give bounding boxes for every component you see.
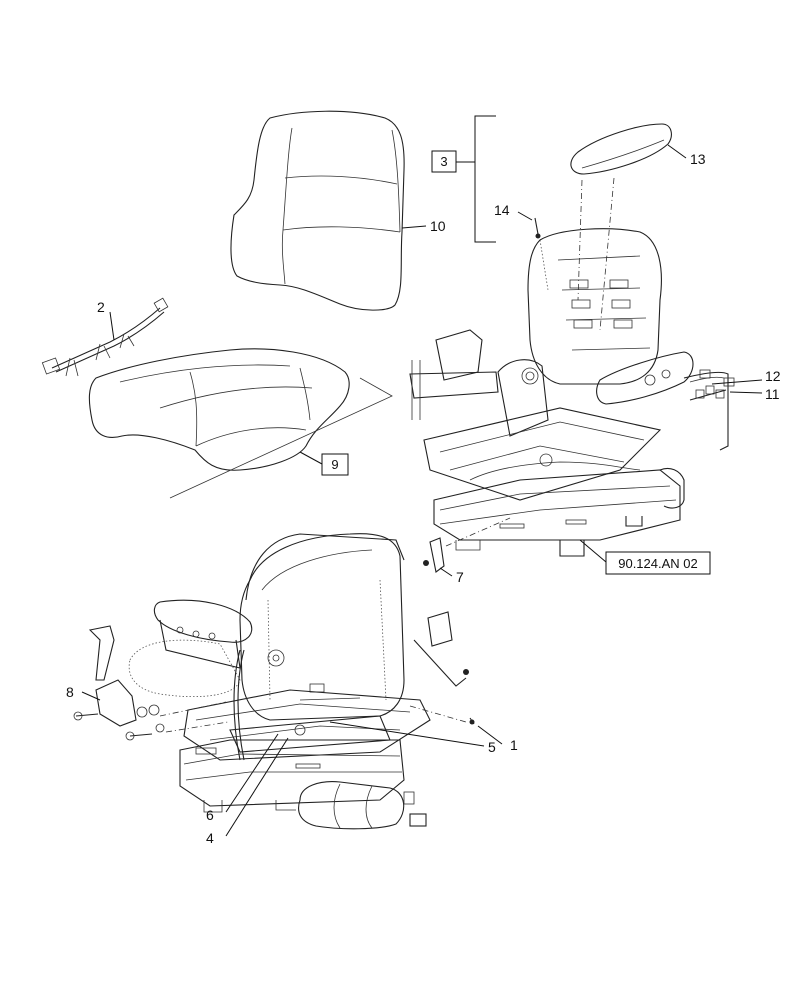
leader-2 (109, 311, 115, 341)
reference-label: 90.124.AN 02 (618, 556, 698, 571)
seat-cushion (88, 348, 350, 471)
callout-12: 12 (765, 368, 781, 384)
reference-box: 90.124.AN 02 (605, 551, 711, 575)
lower-seat-assembly (88, 533, 469, 830)
leader-10 (401, 225, 427, 229)
leader-12 (711, 379, 763, 385)
leader-13 (667, 144, 687, 159)
armrest-pad (570, 123, 672, 175)
leader-9 (299, 451, 323, 465)
callout-8: 8 (66, 684, 74, 700)
callout-14: 14 (494, 202, 510, 218)
bolts-washers (73, 704, 165, 741)
upper-seat-assembly (409, 228, 735, 557)
callout-13: 13 (690, 151, 706, 167)
boxed-callout-9-label: 9 (331, 457, 338, 472)
boxed-callout-3-label: 3 (440, 154, 447, 169)
screw-1 (469, 717, 475, 725)
backrest-cushion (230, 110, 405, 311)
leader-14 (517, 211, 533, 221)
leader-9-bracket (169, 377, 393, 499)
leader-ref (579, 539, 607, 563)
leader-4 (225, 737, 289, 837)
leader-6 (225, 733, 279, 813)
callout-4: 4 (206, 830, 214, 846)
leader-8 (81, 691, 101, 701)
callout-6: 6 (206, 807, 214, 823)
callout-1: 1 (510, 737, 518, 753)
callout-2: 2 (97, 299, 105, 315)
bracket-3 (474, 115, 496, 243)
callout-11: 11 (765, 386, 780, 402)
bracket-7 (423, 537, 445, 573)
callout-7: 7 (456, 569, 464, 585)
boxed-callout-9: 9 (321, 453, 349, 476)
callout-5: 5 (488, 739, 496, 755)
wire-harness (41, 297, 169, 377)
boxed-callout-3: 3 (431, 150, 457, 173)
harness-connector-11-12 (689, 385, 727, 401)
leader-5 (329, 721, 485, 747)
leader-1 (477, 725, 503, 745)
leader-7 (439, 567, 453, 577)
callout-10: 10 (430, 218, 446, 234)
screw-14 (534, 217, 541, 239)
leader-11 (729, 391, 763, 394)
